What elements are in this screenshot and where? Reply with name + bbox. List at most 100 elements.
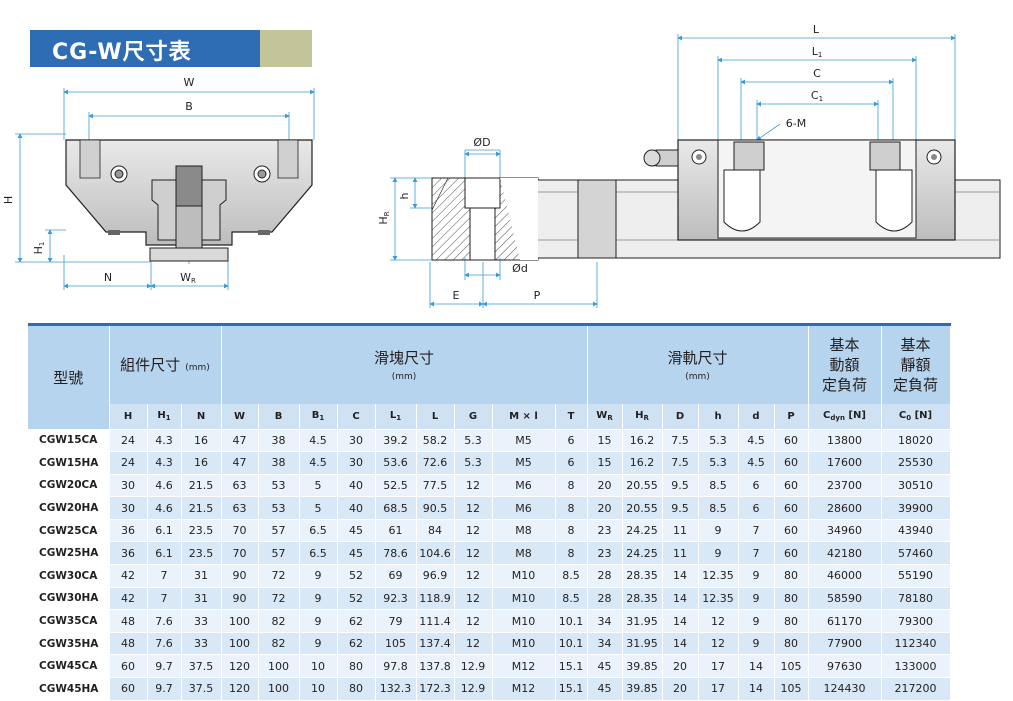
col-l: L — [416, 403, 455, 430]
table-cell: 17600 — [808, 451, 882, 475]
table-cell: M6 — [492, 496, 556, 520]
table-cell: 34960 — [808, 519, 882, 543]
table-cell: 28600 — [808, 496, 882, 520]
table-cell: 43940 — [881, 519, 951, 543]
table-cell: 15 — [587, 429, 623, 453]
table-cell: 33 — [181, 609, 222, 633]
table-cell: 9 — [738, 564, 775, 588]
table-cell: 58.2 — [416, 429, 455, 453]
table-cell: 28 — [587, 564, 623, 588]
table-cell: M12 — [492, 677, 556, 701]
table-cell: 5.3 — [698, 451, 739, 475]
table-cell: 12.9 — [454, 677, 493, 701]
table-sub-header-row: H H1 N W B B1 C L1 L G M × l T WR HR D h… — [28, 403, 951, 430]
table-cell: 60 — [109, 677, 148, 701]
table-cell: 9 — [299, 587, 338, 611]
table-cell: 6 — [555, 429, 588, 453]
table-cell: 4.3 — [147, 429, 182, 453]
table-cell: 5 — [299, 474, 338, 498]
table-cell: 63 — [221, 474, 259, 498]
technical-drawing: W B H H1 N WR — [2, 23, 1001, 308]
front-view: W B H H1 N WR — [2, 76, 315, 290]
table-cell: M12 — [492, 654, 556, 679]
table-cell: 10 — [299, 654, 338, 679]
table-cell: 120 — [221, 654, 259, 679]
table-cell: 39900 — [881, 496, 951, 520]
col-t: T — [555, 403, 588, 430]
table-cell: 60 — [109, 654, 148, 679]
table-cell: 20.55 — [622, 474, 663, 498]
table-cell: 4.5 — [299, 429, 338, 453]
table-cell: 112340 — [881, 632, 951, 656]
table-cell: 72 — [258, 564, 300, 588]
table-cell: 23.5 — [181, 541, 222, 566]
table-cell: 45 — [587, 677, 623, 701]
table-cell: 48 — [109, 632, 148, 656]
table-cell: 7 — [147, 587, 182, 611]
col-d-upper: D — [662, 403, 699, 430]
table-cell: 137.8 — [416, 654, 455, 679]
table-cell: 31.95 — [622, 632, 663, 656]
table-cell: 37.5 — [181, 677, 222, 701]
table-cell: 11 — [662, 519, 699, 543]
table-cell: 133000 — [881, 654, 951, 679]
dim-label-l1: L1 — [812, 45, 823, 59]
spec-table: 型號 組件尺寸 (mm) 滑塊尺寸(mm) 滑軌尺寸(mm) 基本動額定負荷 基… — [28, 323, 951, 701]
table-cell: 5.3 — [454, 429, 493, 453]
table-cell: 60 — [774, 451, 809, 475]
table-cell: 30 — [109, 474, 148, 498]
table-cell: 37.5 — [181, 654, 222, 679]
table-cell: 20 — [587, 474, 623, 498]
table-cell: 9.7 — [147, 677, 182, 701]
table-cell: 60 — [774, 474, 809, 498]
col-h-lower: h — [698, 403, 739, 430]
table-cell: 12.9 — [454, 654, 493, 679]
dim-label-c1: C1 — [811, 89, 823, 103]
table-cell: 80 — [337, 654, 376, 679]
table-cell: 8.5 — [555, 564, 588, 588]
table-cell: 100 — [258, 654, 300, 679]
table-cell: 28 — [587, 587, 623, 611]
table-cell: 72.6 — [416, 451, 455, 475]
table-cell: M8 — [492, 541, 556, 566]
table-cell: 31 — [181, 587, 222, 611]
table-cell: 13800 — [808, 429, 882, 453]
table-cell: 79 — [375, 609, 417, 633]
table-cell: 100 — [258, 677, 300, 701]
table-cell: 137.4 — [416, 632, 455, 656]
table-cell: 40 — [337, 474, 376, 498]
table-cell: 100 — [221, 609, 259, 633]
col-p: P — [774, 403, 809, 430]
table-cell: 105 — [375, 632, 417, 656]
table-cell: 92.3 — [375, 587, 417, 611]
table-cell: M10 — [492, 609, 556, 633]
col-d-lower: d — [738, 403, 775, 430]
table-cell: 53.6 — [375, 451, 417, 475]
table-cell: 12 — [454, 474, 493, 498]
table-cell: 90.5 — [416, 496, 455, 520]
table-cell: 9 — [299, 564, 338, 588]
col-c: C — [337, 403, 376, 430]
table-cell: 30 — [337, 429, 376, 453]
table-cell: 72 — [258, 587, 300, 611]
col-b: B — [258, 403, 300, 430]
table-cell: 8 — [555, 496, 588, 520]
table-cell: 7.5 — [662, 429, 699, 453]
table-cell: 17 — [698, 677, 739, 701]
dim-label-wr: WR — [180, 271, 196, 285]
model-cell: CGW25HA — [28, 541, 110, 566]
table-cell: 61170 — [808, 609, 882, 633]
model-cell: CGW30HA — [28, 587, 110, 611]
title-banner-blue — [30, 30, 260, 67]
table-cell: 6.1 — [147, 541, 182, 566]
table-cell: 69 — [375, 564, 417, 588]
table-cell: 100 — [221, 632, 259, 656]
table-cell: 8.5 — [698, 496, 739, 520]
table-cell: 172.3 — [416, 677, 455, 701]
table-cell: 60 — [774, 541, 809, 566]
